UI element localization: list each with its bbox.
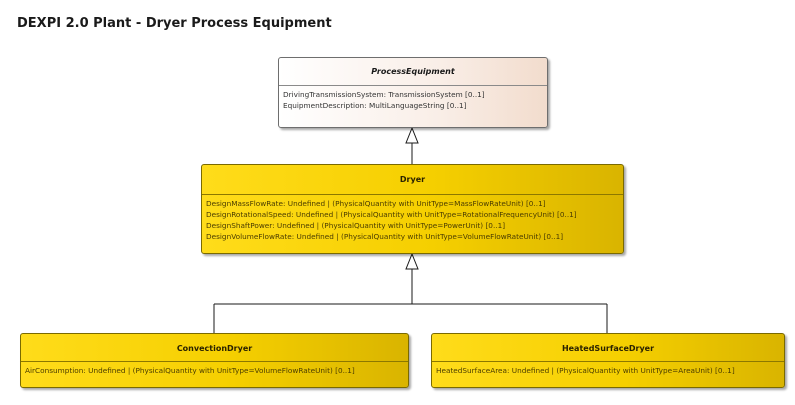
attribute-designrotationalspeed: DesignRotationalSpeed: Undefined | (Phys… (206, 210, 577, 219)
class-dryer[interactable]: Dryer DesignMassFlowRate: Undefined | (P… (201, 164, 624, 254)
attribute-drivingtransmissionsystem: DrivingTransmissionSystem: TransmissionS… (283, 90, 485, 99)
attribute-designmassflowrate: DesignMassFlowRate: Undefined | (Physica… (206, 199, 546, 208)
attribute-designshaftpower: DesignShaftPower: Undefined | (PhysicalQ… (206, 221, 506, 230)
class-attributes-heatedsurfacedryer: HeatedSurfaceArea: Undefined | (Physical… (432, 362, 784, 376)
attribute-equipmentdescription: EquipmentDescription: MultiLanguageStrin… (283, 101, 467, 110)
class-attributes-convectiondryer: AirConsumption: Undefined | (PhysicalQua… (21, 362, 408, 376)
attribute-heatedsurfacearea: HeatedSurfaceArea: Undefined | (Physical… (436, 366, 735, 375)
class-convectiondryer[interactable]: ConvectionDryer AirConsumption: Undefine… (20, 333, 409, 388)
class-name-convectiondryer: ConvectionDryer (21, 334, 408, 362)
page-title: DEXPI 2.0 Plant - Dryer Process Equipmen… (17, 16, 332, 31)
class-heatedsurfacedryer[interactable]: HeatedSurfaceDryer HeatedSurfaceArea: Un… (431, 333, 785, 388)
class-name-dryer: Dryer (202, 165, 623, 195)
class-attributes-processequipment: DrivingTransmissionSystem: TransmissionS… (279, 86, 547, 111)
class-processequipment[interactable]: ProcessEquipment DrivingTransmissionSyst… (278, 57, 548, 128)
class-attributes-dryer: DesignMassFlowRate: Undefined | (Physica… (202, 195, 623, 242)
generalization-arrowhead-processequipment (405, 126, 419, 144)
class-name-heatedsurfacedryer: HeatedSurfaceDryer (432, 334, 784, 362)
class-name-processequipment: ProcessEquipment (279, 58, 547, 86)
attribute-airconsumption: AirConsumption: Undefined | (PhysicalQua… (25, 366, 355, 375)
generalization-arrowhead-dryer (405, 252, 419, 270)
attribute-designvolumeflowrate: DesignVolumeFlowRate: Undefined | (Physi… (206, 232, 564, 241)
